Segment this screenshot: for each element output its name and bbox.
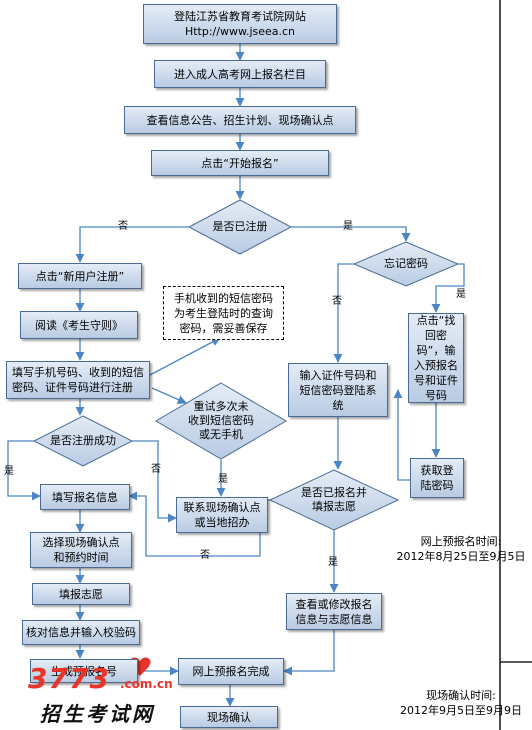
arrow-view-to-done: [283, 630, 335, 676]
watermark-domain: .com.cn: [120, 677, 173, 691]
arrow-forgot-yes: [431, 263, 465, 313]
node-enter-column: 进入成人高考网上报名栏目: [154, 60, 326, 88]
node-contact-office: 联系现场确认点 或当地招办: [176, 497, 268, 533]
node-verify: 核对信息并输入校验码: [22, 620, 140, 645]
watermark-text: 招生考试网: [40, 702, 155, 726]
diamond-retry: [155, 382, 287, 460]
node-onsite-confirm: 现场确认: [180, 706, 278, 728]
node-read-rules: 阅读《考生守则》: [20, 311, 138, 339]
node-view-info: 查看信息公告、招生计划、现场确认点: [124, 106, 356, 134]
node-login-system: 输入证件号码和 短信密码登陆系 统: [288, 363, 388, 417]
watermark-number: 3773: [28, 662, 110, 695]
diamond-forgot: [352, 241, 460, 287]
label-success-no: 否: [151, 464, 161, 475]
label-applied-yes: 是: [328, 557, 338, 568]
node-fill-wish: 填报志愿: [32, 583, 130, 605]
arrow-get-to-login: [393, 389, 410, 481]
onsite-period-text: 现场确认时间: 2012年9月5日至9月9日: [400, 689, 522, 717]
node-generate-no: 生成预报名号: [30, 659, 138, 683]
diamond-registered: [187, 199, 293, 255]
node-fill-phone: 填写手机号码、收到的短信 密码、证件号码进行注册: [6, 361, 150, 399]
node-get-login-pwd: 获取登 陆密码: [410, 458, 464, 498]
node-click-new-user: 点击“新用户注册”: [18, 263, 142, 289]
arrow-registered-no: [75, 226, 189, 263]
label-forgot-yes: 是: [456, 289, 466, 300]
node-click-start: 点击“开始报名”: [151, 150, 329, 176]
note-sms-password: 手机收到的短信密码 为考生登陆时的查询 密码，需妥善保存: [163, 286, 284, 340]
online-period-text: 网上预报名时间: 2012年8月25日至9月5日: [396, 535, 526, 563]
node-login-site: 登陆江苏省教育考试院网站 Http://www.jseea.cn: [143, 4, 337, 44]
node-fill-info: 填写报名信息: [40, 484, 130, 510]
label-registered-yes: 是: [343, 221, 353, 232]
diamond-applied: [268, 469, 400, 531]
connectors: [7, 44, 465, 707]
decision-shapes: [32, 199, 460, 531]
node-choose-point: 选择现场确认点 和预约时间: [30, 532, 132, 568]
label-forgot-no: 否: [332, 296, 342, 307]
arrow-success-yes: [7, 440, 41, 501]
arrow-fill-to-retry: [151, 387, 187, 404]
label-retry-yes: 是: [218, 474, 228, 485]
label-success-yes: 是: [4, 466, 14, 477]
arrow-fill-to-note: [149, 337, 221, 376]
arrow-registered-yes: [291, 226, 411, 242]
node-view-modify: 查看或修改报名 信息与志愿信息: [286, 593, 382, 630]
node-pre-done: 网上预报名完成: [178, 658, 284, 685]
arrow-forgot-no: [333, 263, 354, 363]
node-retrieve-pwd: 点击“找 回密 码”，输 入预报名 号和证件 号码: [408, 313, 464, 403]
timeline-bracket: [499, 0, 532, 730]
arrow-success-no: [132, 440, 177, 523]
label-applied-no: 否: [200, 550, 210, 561]
label-registered-no: 否: [118, 221, 128, 232]
diamond-register-success: [32, 415, 134, 467]
